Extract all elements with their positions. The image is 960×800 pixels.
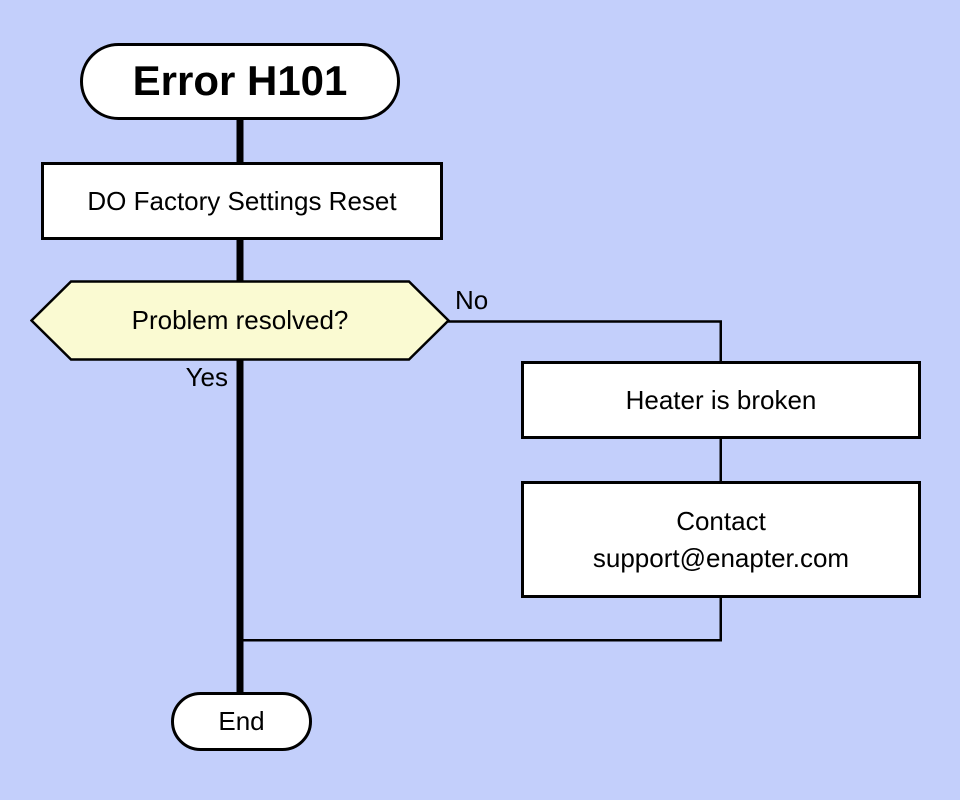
edge-contact-to-end-join [240,596,722,642]
edge-label-no: No [455,285,489,315]
process-node-contact-support-label: Contact support@enapter.com [592,505,850,573]
start-node-error-h101: Error H101 [80,43,400,120]
decision-node-problem-resolved: Problem resolved? [30,280,450,361]
process-node-heater-broken-label: Heater is broken [625,384,817,415]
start-node-label: Error H101 [132,57,348,105]
end-node: End [171,692,312,751]
end-node-label: End [218,706,265,737]
decision-hexagon-shape [30,280,450,361]
process-node-contact-support: Contact support@enapter.com [521,481,921,598]
edge-decision-no-to-heater [448,320,722,362]
decision-node-label: Problem resolved? [131,305,349,335]
process-node-heater-broken: Heater is broken [521,361,921,439]
process-node-factory-reset-label: DO Factory Settings Reset [87,185,397,216]
process-node-factory-reset: DO Factory Settings Reset [41,162,443,240]
edge-label-yes: Yes [185,362,228,392]
decision-hexagon-polygon [30,280,450,361]
